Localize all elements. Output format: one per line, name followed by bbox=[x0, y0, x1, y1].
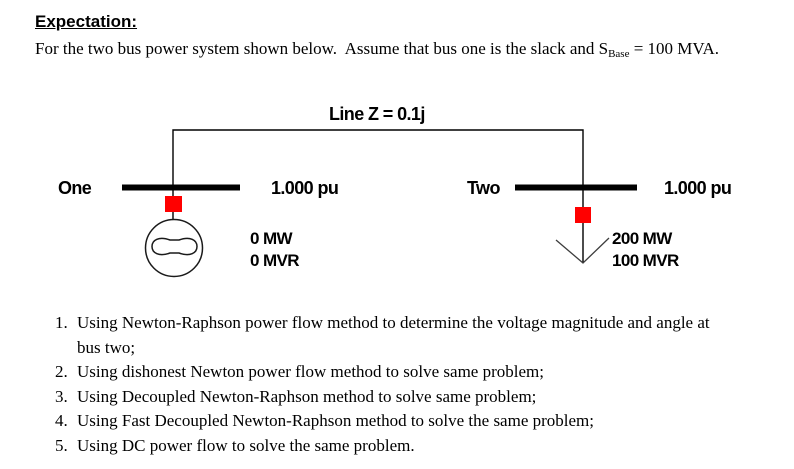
list-item: 5. Using DC power flow to solve the same… bbox=[55, 434, 783, 459]
load-mw-label: 200 MW bbox=[612, 229, 672, 248]
load-mvr-label: 100 MVR bbox=[612, 251, 679, 270]
generator-output-labels: 0 MW 0 MVR bbox=[250, 228, 300, 272]
list-item-number: 4. bbox=[55, 411, 68, 430]
list-item-number: 1. bbox=[55, 313, 68, 332]
generator-mw-label: 0 MW bbox=[250, 229, 293, 248]
list-item: 3. Using Decoupled Newton-Raphson method… bbox=[55, 385, 783, 410]
load-arrow[interactable] bbox=[555, 237, 610, 264]
list-item-text: Using Fast Decoupled Newton-Raphson meth… bbox=[77, 411, 594, 430]
bus-two-breaker-marker[interactable] bbox=[575, 207, 591, 223]
list-item-number: 3. bbox=[55, 386, 68, 406]
generator-mvr-label: 0 MVR bbox=[250, 251, 300, 270]
list-item-number: 5. bbox=[55, 435, 68, 455]
task-list: 1. Using Newton-Raphson power flow metho… bbox=[55, 311, 783, 458]
list-item-text: Using Decoupled Newton-Raphson method to… bbox=[77, 386, 537, 406]
bus-one-voltage: 1.000 pu bbox=[271, 178, 339, 198]
list-item-number: 2. bbox=[55, 362, 68, 381]
list-item-text: Using DC power flow to solve the same pr… bbox=[77, 435, 415, 455]
list-item-text: Using dishonest Newton power flow method… bbox=[77, 362, 544, 381]
transmission-line bbox=[172, 129, 584, 185]
bus-two-voltage: 1.000 pu bbox=[664, 178, 732, 198]
intro-text: For the two bus power system shown below… bbox=[35, 39, 609, 58]
page-heading: Expectation: bbox=[35, 12, 138, 31]
list-item: 4. Using Fast Decoupled Newton-Raphson m… bbox=[55, 409, 783, 434]
load-value-labels: 200 MW 100 MVR bbox=[612, 228, 679, 272]
list-item: 1. Using Newton-Raphson power flow metho… bbox=[55, 311, 783, 360]
generator-symbol[interactable] bbox=[144, 218, 204, 278]
list-item-text-line2: bus two; bbox=[77, 337, 136, 357]
intro-paragraph: For the two bus power system shown below… bbox=[35, 39, 785, 60]
bus-one-label: One bbox=[58, 178, 92, 198]
list-item-text: Using Newton-Raphson power flow method t… bbox=[77, 313, 710, 332]
intro-text-after: = 100 MVA. bbox=[629, 39, 720, 58]
intro-subscript: Base bbox=[608, 48, 630, 60]
bus-two-label: Two bbox=[467, 178, 500, 198]
line-impedance-label: Line Z = 0.1j bbox=[329, 104, 425, 124]
bus-one-breaker-marker[interactable] bbox=[165, 196, 182, 212]
list-item: 2. Using dishonest Newton power flow met… bbox=[55, 360, 783, 385]
